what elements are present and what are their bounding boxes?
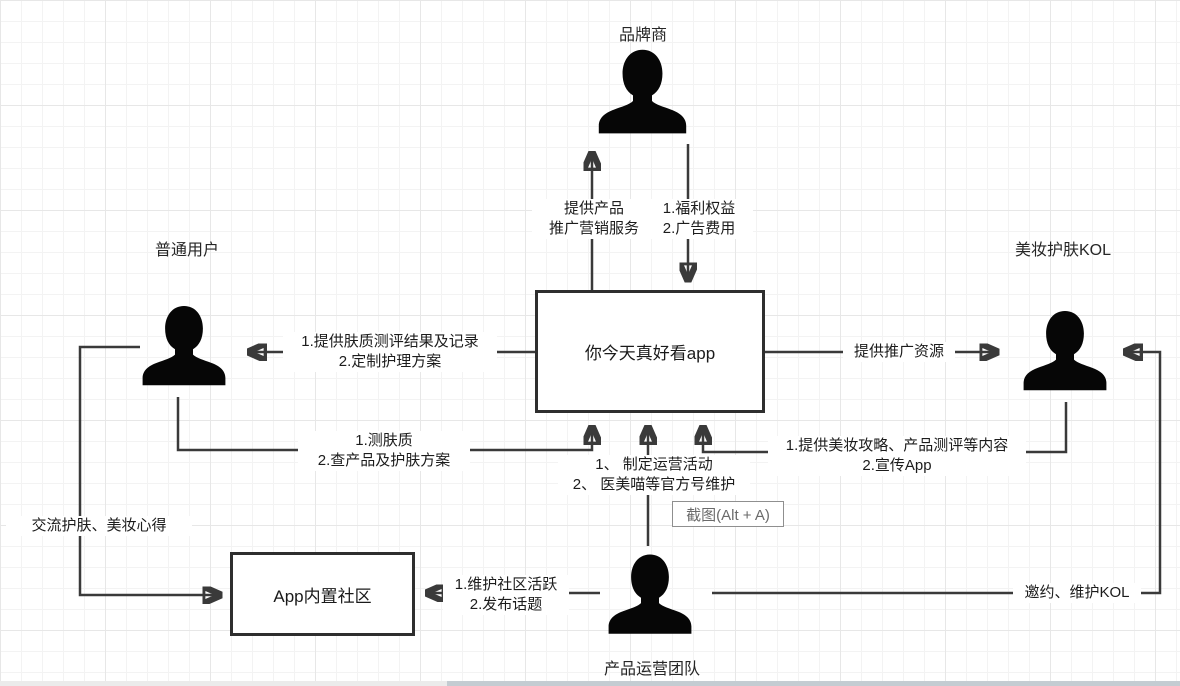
horizontal-scrollbar-track[interactable] [0,681,1180,686]
entity-kol[interactable] [1020,303,1110,400]
entity-label-brand: 品牌商 [619,27,668,44]
node-community[interactable]: App内置社区 [230,552,415,636]
screenshot-tooltip: 截图(Alt + A) [672,501,784,527]
edge-label-ops-to-community[interactable]: 1.维护社区活跃 2.发布话题 [443,575,569,615]
edge-label-ops-to-kol[interactable]: 邀约、维护KOL [1013,583,1141,603]
edge-label-kol-to-app[interactable]: 1.提供美妆攻略、产品测评等内容 2.宣传App [768,436,1026,476]
entity-ops[interactable] [605,548,695,642]
entity-user[interactable] [139,298,229,395]
edge-label-brand-to-app[interactable]: 1.福利权益 2.广告费用 [645,199,753,239]
horizontal-scrollbar-thumb[interactable] [447,681,1180,686]
person-icon [1020,303,1110,400]
edge-label-app-to-user[interactable]: 1.提供肤质测评结果及记录 2.定制护理方案 [283,332,497,372]
edge-label-ops-to-app[interactable]: 1、 制定运营活动 2、 医美喵等官方号维护 [558,455,750,495]
edge-label-app-to-kol[interactable]: 提供推广资源 [843,342,955,362]
edge-user-to-community [78,345,221,595]
edge-label-user-to-app[interactable]: 1.测肤质 2.查产品及护肤方案 [298,431,470,471]
person-icon [139,298,229,395]
person-icon [595,45,690,140]
entity-brand[interactable] [595,45,690,140]
entity-label-kol: 美妆护肤KOL [1015,242,1112,259]
entity-label-ops: 产品运营团队 [604,661,701,678]
edge-ops-to-kol [712,352,1162,595]
node-app[interactable]: 你今天真好看app [535,290,765,413]
edge-label-app-to-brand[interactable]: 提供产品 推广营销服务 [532,199,656,239]
person-icon [605,548,695,642]
entity-label-user: 普通用户 [155,242,220,259]
edge-label-user-to-community[interactable]: 交流护肤、美妆心得 [6,516,192,536]
